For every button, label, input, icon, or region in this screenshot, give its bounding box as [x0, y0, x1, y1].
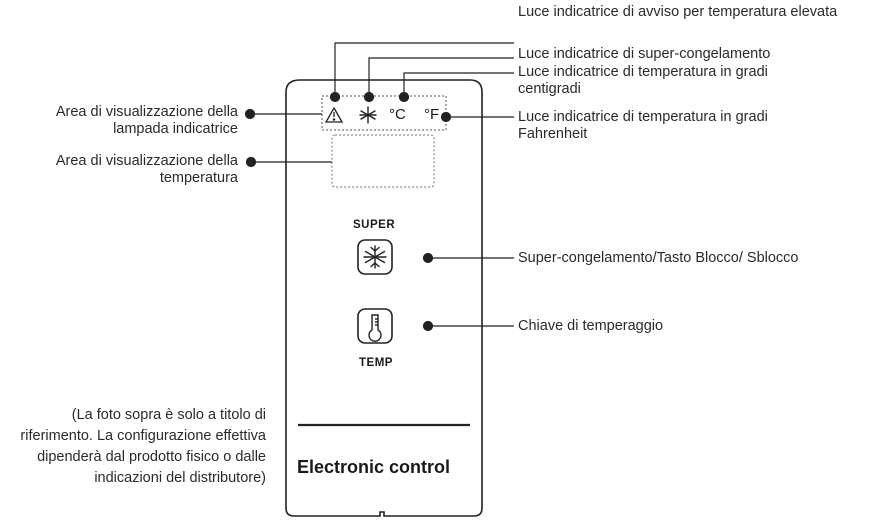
- celsius-indicator: °C: [389, 106, 406, 123]
- label-temp-button: Chiave di temperaggio: [518, 318, 664, 334]
- leader-line-warning: [334, 42, 514, 97]
- leader-line-super-light: [368, 57, 514, 97]
- leader-line-celsius: [403, 72, 514, 97]
- label-fahrenheit-light: Luce indicatrice di temperatura in gradi…: [518, 109, 768, 142]
- label-super-button: Super-congelamento/Tasto Blocco/ Sblocco: [518, 250, 799, 266]
- temp-button[interactable]: [357, 308, 393, 344]
- label-indicator-area: Area di visualizzazione della lampada in…: [55, 104, 238, 137]
- snowflake-indicator-icon: [359, 106, 377, 124]
- warning-triangle-icon: [324, 106, 344, 123]
- fahrenheit-indicator: °F: [424, 106, 440, 123]
- thermometer-icon: [368, 314, 382, 342]
- control-panel-outline: [285, 79, 483, 517]
- panel-title: Electronic control: [297, 457, 451, 477]
- label-celsius-light: Luce indicatrice di temperatura in gradi…: [518, 64, 768, 97]
- temperature-display-area: [331, 134, 435, 188]
- label-temperature-area: Area di visualizzazione della temperatur…: [55, 153, 238, 186]
- super-label: SUPER: [353, 219, 396, 231]
- label-super-freeze-light: Luce indicatrice di super-congelamento: [518, 46, 771, 62]
- label-high-temp-warning: Luce indicatrice di avviso per temperatu…: [518, 4, 838, 20]
- snowflake-icon: [363, 245, 387, 269]
- temp-label: TEMP: [359, 357, 393, 369]
- disclaimer-note: (La foto sopra è solo a titolo di riferi…: [20, 407, 266, 486]
